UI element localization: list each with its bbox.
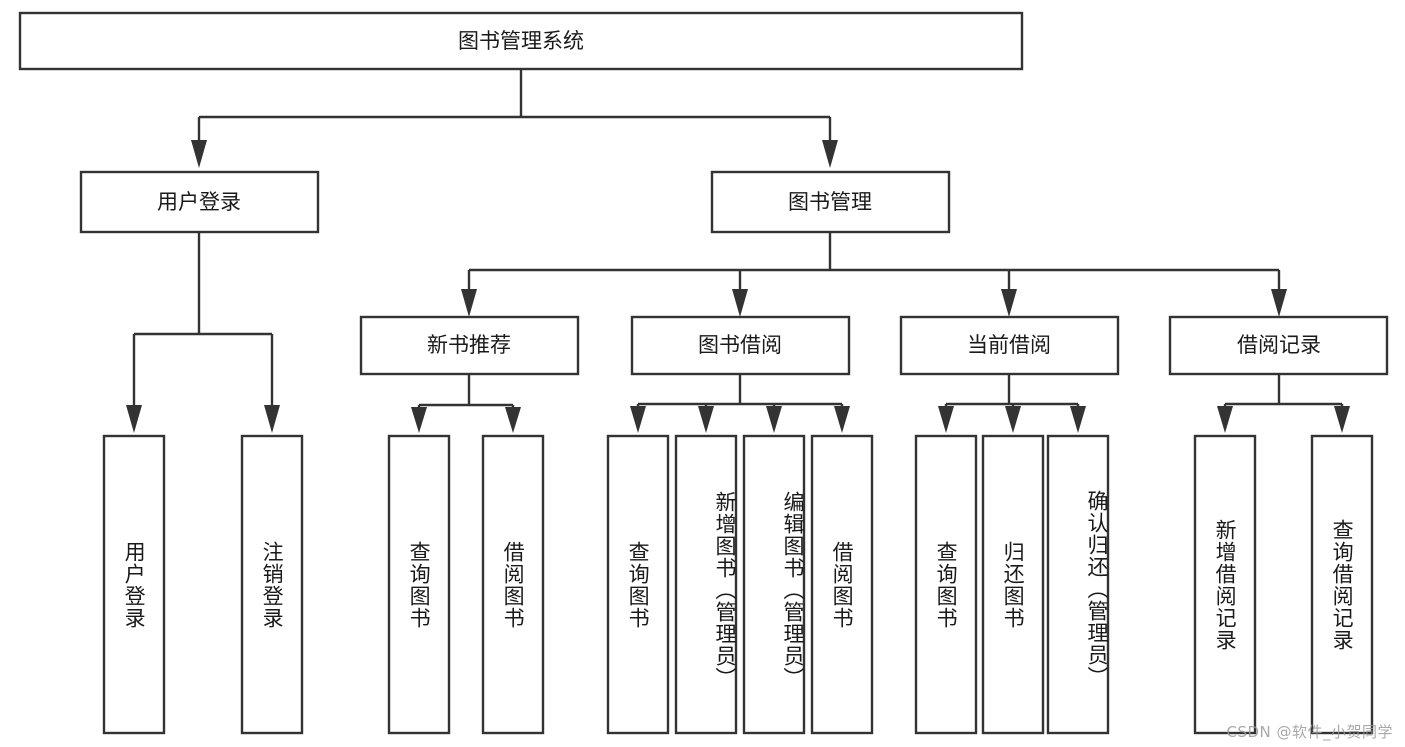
node-book-borrow-label: 图书借阅 [698, 333, 782, 357]
arrow-to-borrow-record-icon [1271, 289, 1287, 317]
node-borrow-record-label: 借阅记录 [1237, 333, 1321, 357]
arrow-to-leaf-borrow-book-2-icon [834, 406, 850, 433]
edges-book-borrow-to-leaves [630, 374, 850, 433]
arrow-to-leaf-user-login-icon [126, 405, 142, 433]
arrow-to-leaf-user-logout-icon [264, 405, 280, 433]
node-current-borrow-box[interactable] [899, 315, 1120, 376]
leaf-box-query-record[interactable] [1310, 434, 1374, 735]
leaf-box-add-book[interactable] [674, 434, 738, 735]
node-root-label: 图书管理系统 [458, 29, 584, 53]
node-book-manage-label: 图书管理 [788, 190, 872, 214]
arrow-to-current-borrow-icon [1001, 289, 1017, 317]
arrow-to-leaf-borrow-book-1-icon [505, 407, 521, 433]
leaf-boxes [102, 434, 1374, 735]
arrow-to-leaf-confirm-return-icon [1070, 406, 1086, 433]
leaf-box-user-login[interactable] [102, 434, 166, 735]
arrow-to-leaf-return-book-icon [1005, 406, 1021, 433]
arrow-to-leaf-query-book-1-icon [411, 407, 427, 433]
arrow-to-leaf-query-book-3-icon [938, 406, 954, 433]
node-root-box[interactable] [18, 11, 1024, 71]
edges-current-borrow-to-leaves [938, 374, 1086, 433]
node-book-manage[interactable]: 图书管理 [710, 170, 951, 234]
arrow-to-leaf-query-record-icon [1334, 406, 1350, 433]
node-new-book-recommend[interactable]: 新书推荐 [359, 315, 580, 376]
leaf-box-edit-book[interactable] [742, 434, 806, 735]
arrow-to-new-book-recommend-icon [461, 289, 477, 317]
node-book-manage-box[interactable] [710, 170, 951, 234]
edges-user-login-to-leaves [126, 232, 280, 433]
arrow-to-leaf-edit-book-icon [766, 406, 782, 433]
leaf-box-user-logout[interactable] [240, 434, 304, 735]
edges-root-to-level1 [191, 69, 838, 168]
node-book-borrow-box[interactable] [630, 315, 851, 376]
node-new-book-recommend-box[interactable] [359, 315, 580, 376]
node-current-borrow-label: 当前借阅 [967, 333, 1051, 357]
edges-book-manage-to-level2 [461, 232, 1287, 317]
node-borrow-record[interactable]: 借阅记录 [1168, 315, 1389, 376]
edges-new-book-recommend-to-leaves [411, 374, 521, 433]
node-user-login-label: 用户登录 [157, 190, 241, 214]
csdn-watermark: CSDN @软件_小贺同学 [1226, 723, 1393, 741]
leaf-box-query-book-3[interactable] [914, 434, 978, 735]
node-user-login[interactable]: 用户登录 [79, 170, 320, 234]
node-borrow-record-box[interactable] [1168, 315, 1389, 376]
leaf-box-add-record[interactable] [1193, 434, 1257, 735]
leaf-box-confirm-return[interactable] [1046, 434, 1110, 735]
node-root[interactable]: 图书管理系统 [18, 11, 1024, 71]
node-book-borrow[interactable]: 图书借阅 [630, 315, 851, 376]
leaf-box-query-book-1[interactable] [387, 434, 451, 735]
leaf-box-borrow-book-2[interactable] [810, 434, 874, 735]
leaf-box-return-book[interactable] [981, 434, 1045, 735]
arrow-to-leaf-add-book-icon [698, 406, 714, 433]
arrow-to-leaf-query-book-2-icon [630, 406, 646, 433]
node-current-borrow[interactable]: 当前借阅 [899, 315, 1120, 376]
leaf-box-borrow-book-1[interactable] [481, 434, 545, 735]
arrow-to-user-login-icon [191, 140, 207, 168]
arrow-to-leaf-add-record-icon [1217, 406, 1233, 433]
arrow-to-book-borrow-icon [732, 289, 748, 317]
edges-borrow-record-to-leaves [1217, 374, 1350, 433]
leaf-box-query-book-2[interactable] [606, 434, 670, 735]
node-new-book-recommend-label: 新书推荐 [427, 333, 511, 357]
arrow-to-book-manage-icon [822, 140, 838, 168]
